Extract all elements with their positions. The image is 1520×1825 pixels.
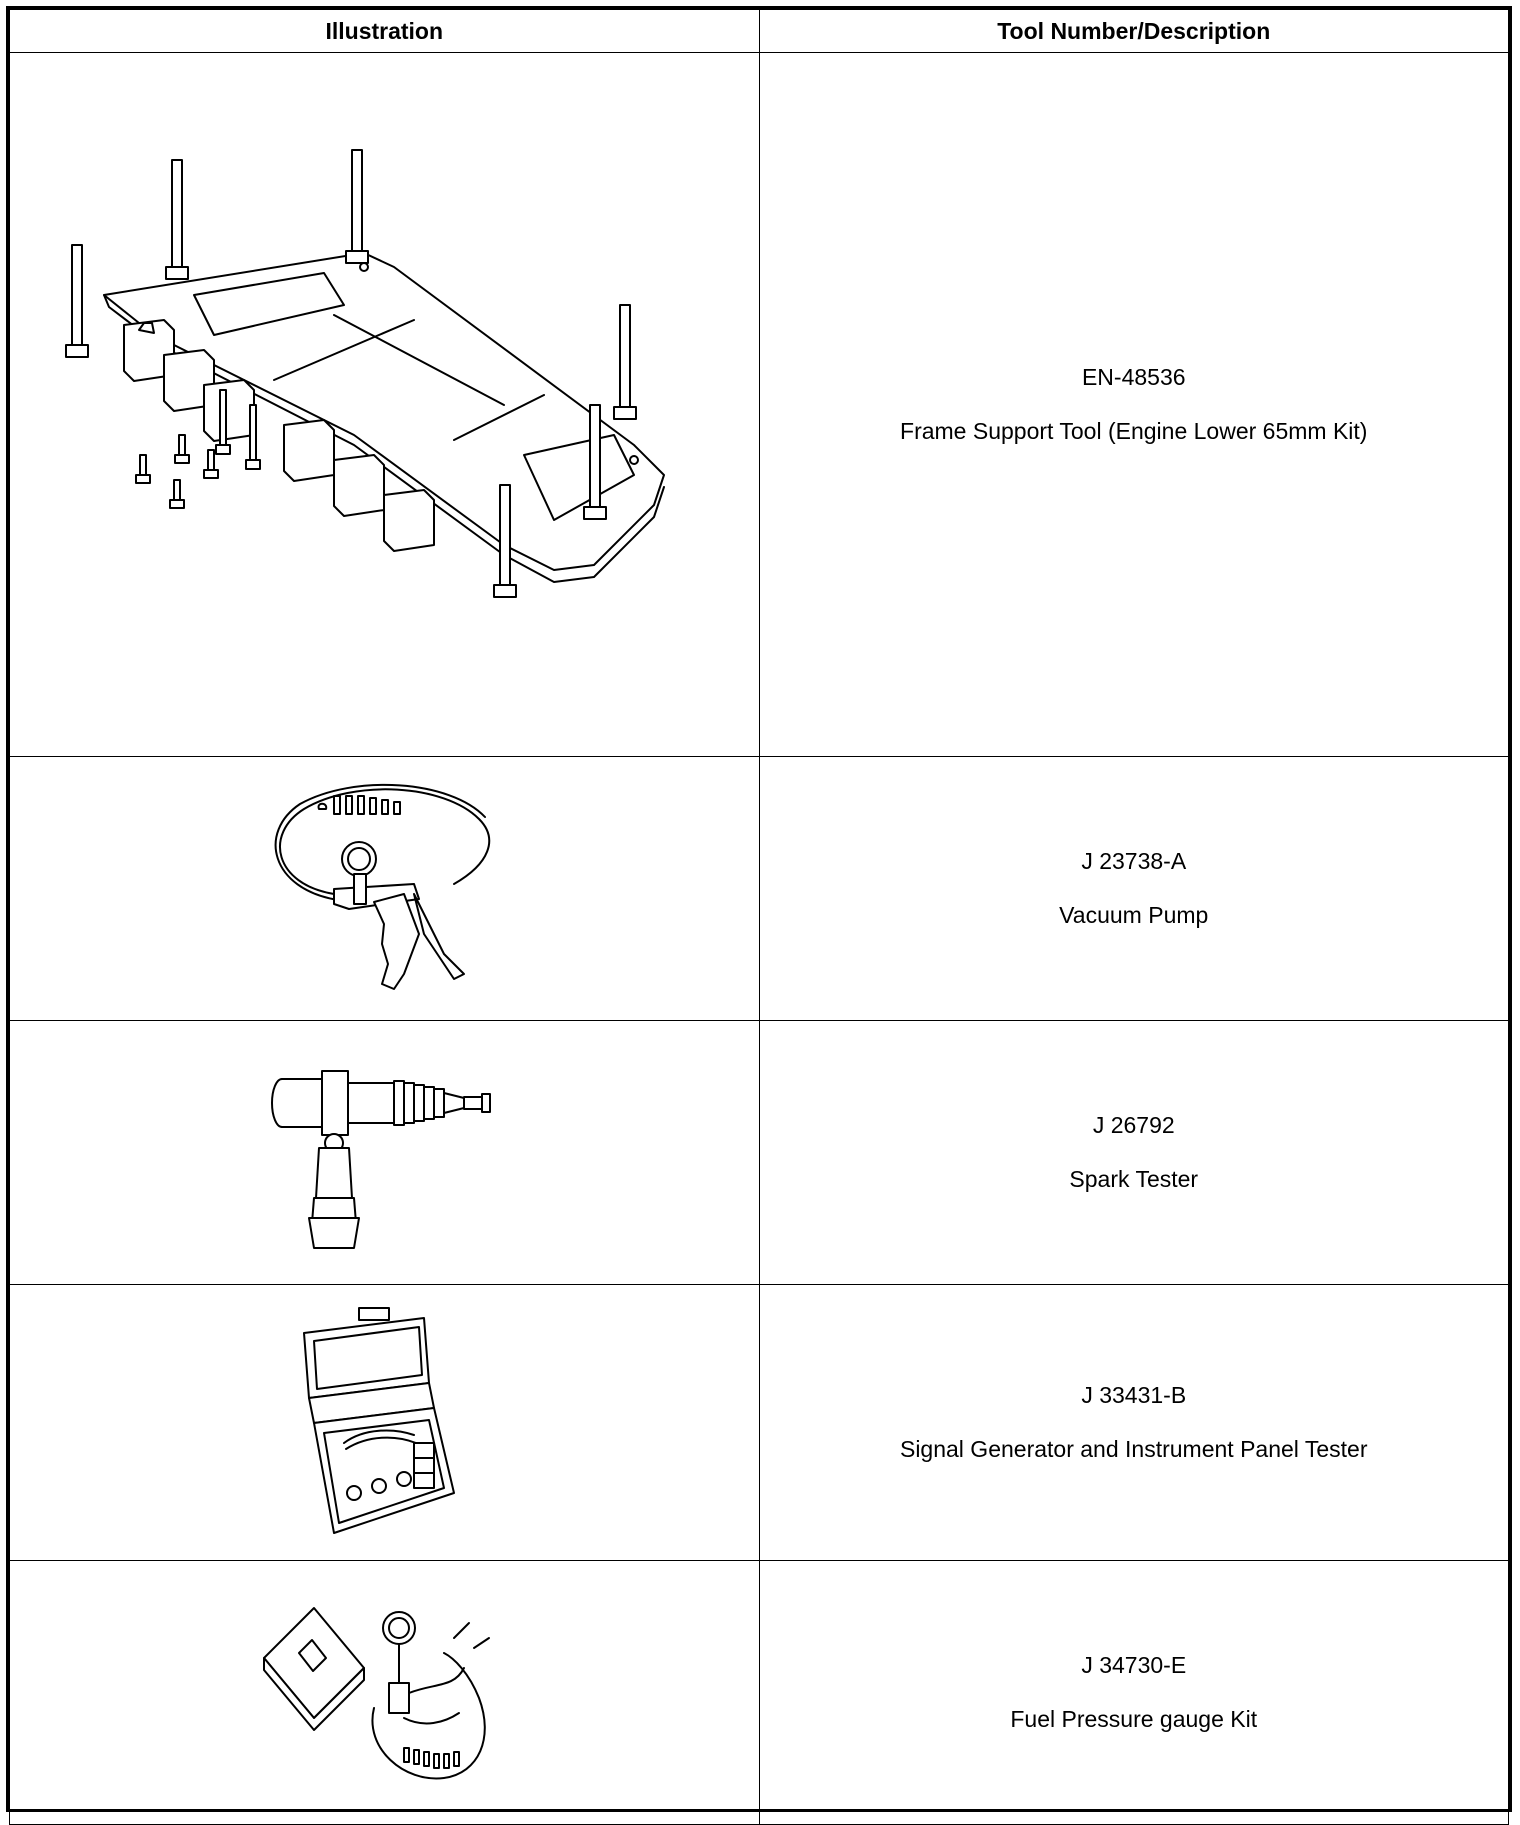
fuel-pressure-gauge-kit-illustration <box>263 1606 491 1779</box>
tool-description: Vacuum Pump <box>1059 901 1209 928</box>
tool-table-sheet: Illustration Tool Number/Description <box>6 6 1512 1825</box>
tool-number: J 26792 <box>1092 1111 1175 1138</box>
table-header-row: Illustration Tool Number/Description <box>9 9 1509 53</box>
tool-description: Signal Generator and Instrument Panel Te… <box>899 1435 1368 1462</box>
table-row: EN-48536 Frame Support Tool (Engine Lowe… <box>9 52 1509 757</box>
header-tool-number-description: Tool Number/Description <box>758 9 1509 53</box>
tool-number: J 23738-A <box>1081 847 1187 874</box>
spark-tester-illustration <box>271 1069 492 1249</box>
illustration-cell <box>9 1284 760 1561</box>
tool-description: Frame Support Tool (Engine Lower 65mm Ki… <box>900 417 1368 444</box>
tool-number: EN-48536 <box>1081 363 1186 390</box>
header-illustration: Illustration <box>9 9 760 53</box>
tool-table: Illustration Tool Number/Description <box>9 9 1509 1825</box>
tool-description: Fuel Pressure gauge Kit <box>1010 1705 1258 1732</box>
illustration-cell <box>9 756 760 1021</box>
tool-cell: J 23738-A Vacuum Pump <box>758 756 1509 1021</box>
table-row: J 23738-A Vacuum Pump <box>9 756 1509 1021</box>
illustration-cell <box>9 1020 760 1285</box>
illustration-cell <box>9 1560 760 1825</box>
illustration-cell <box>9 52 760 757</box>
tool-number: J 34730-E <box>1081 1651 1187 1678</box>
tool-cell: J 26792 Spark Tester <box>758 1020 1509 1285</box>
tool-cell: J 34730-E Fuel Pressure gauge Kit <box>758 1560 1509 1825</box>
tool-number: J 33431-B <box>1081 1381 1187 1408</box>
tool-cell: EN-48536 Frame Support Tool (Engine Lowe… <box>758 52 1509 757</box>
tool-description: Spark Tester <box>1069 1165 1199 1192</box>
table-row: J 26792 Spark Tester <box>9 1020 1509 1285</box>
signal-generator-illustration <box>303 1306 456 1534</box>
tool-cell: J 33431-B Signal Generator and Instrumen… <box>758 1284 1509 1561</box>
frame-support-tool-illustration <box>65 148 666 598</box>
vacuum-pump-illustration <box>275 783 491 990</box>
table-row: J 34730-E Fuel Pressure gauge Kit <box>9 1560 1509 1825</box>
table-row: J 33431-B Signal Generator and Instrumen… <box>9 1284 1509 1561</box>
